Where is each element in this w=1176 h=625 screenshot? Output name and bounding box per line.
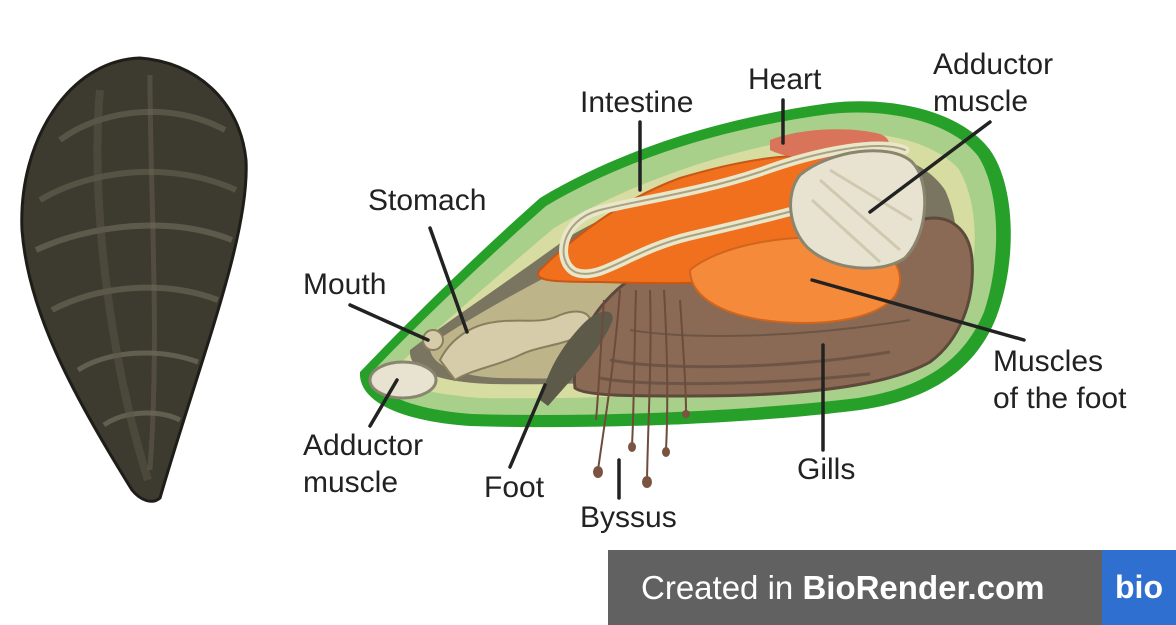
label-adductor-bottom-line1: Adductor [303, 429, 424, 462]
leader-mouth [348, 303, 430, 342]
label-adductor-bottom-line2: muscle [303, 466, 399, 499]
footer-prefix: Created in [641, 569, 803, 606]
label-muscles-foot-line2: of the foot [993, 382, 1127, 415]
byssus-threads [595, 289, 687, 481]
label-intestine: Intestine [580, 86, 694, 119]
label-stomach: Stomach [368, 184, 487, 217]
label-adductor-top-line2: muscle [933, 85, 1029, 118]
label-mouth: Mouth [303, 268, 387, 301]
mussel-interior-illustration [359, 101, 1011, 488]
label-gills: Gills [797, 453, 856, 486]
footer-text: Created in BioRender.com [641, 568, 1045, 608]
leader-lines [348, 98, 1026, 500]
adductor-muscle-posterior [789, 149, 927, 270]
label-adductor-top-line1: Adductor [933, 48, 1054, 81]
leader-foot [508, 383, 547, 469]
mouth-shape [422, 329, 444, 351]
biorender-logo-text: bio [1115, 569, 1163, 605]
label-heart: Heart [748, 63, 822, 96]
biorender-footer: Created in BioRender.com bio [608, 550, 1176, 625]
leader-stomach [428, 226, 469, 334]
label-byssus: Byssus [580, 501, 677, 534]
label-foot: Foot [484, 471, 545, 504]
biorender-logo: bio [1102, 550, 1176, 625]
foot-shape [540, 311, 613, 406]
leader-adductor-top [868, 120, 992, 214]
label-muscles-foot-line1: Muscles [993, 345, 1104, 378]
leader-adductor-bottom [368, 378, 399, 428]
adductor-muscle-anterior [368, 360, 438, 400]
leader-muscles-foot [810, 278, 1026, 342]
mussel-shell-illustration [20, 56, 248, 503]
stomach-shape [438, 310, 591, 382]
footer-brand-name: BioRender.com [802, 569, 1045, 606]
byssus-plaques [593, 410, 690, 488]
